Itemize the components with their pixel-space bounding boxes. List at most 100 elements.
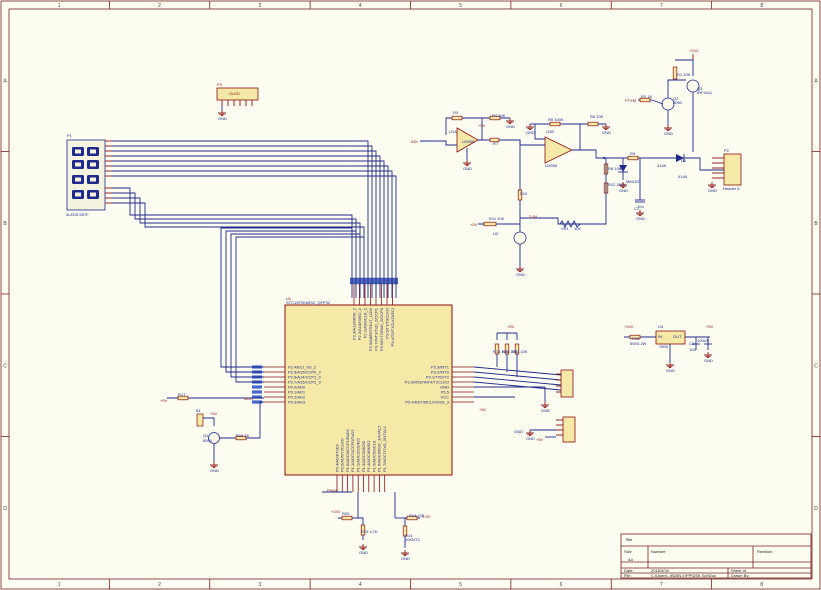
mcu-chip[interactable]: U1 STC15F2K60S2_QFP32 xyxy=(252,277,474,492)
ground-symbol: GND xyxy=(526,430,535,441)
segment-bus-wire xyxy=(112,145,373,298)
oled-connector[interactable]: OLED P3 GND xyxy=(216,82,259,121)
ground-label: GND xyxy=(541,408,550,413)
r3-label: R3 xyxy=(453,110,459,115)
q1-ref: Q1 xyxy=(203,433,209,438)
r9-label: R9 xyxy=(630,151,636,156)
mcu-pin-right-label: P5.5 xyxy=(441,389,450,394)
feedback-wire xyxy=(445,117,483,140)
mosfet-part: IRF4411 xyxy=(697,90,713,95)
opamp-u1b[interactable]: U1B LM358 xyxy=(544,129,573,168)
connector-p5[interactable] xyxy=(560,369,574,398)
r12-label: R12 200K xyxy=(608,182,626,187)
frame-column-label-bottom: 4 xyxy=(359,582,362,588)
ground-symbol: GND xyxy=(506,118,515,129)
ground-label: GND xyxy=(704,358,713,363)
display-ref: P1 xyxy=(67,133,73,138)
r1-label: R1 10K xyxy=(677,72,691,77)
net-ptxm: PTXM xyxy=(625,98,636,103)
ground-symbol: GND xyxy=(708,182,717,193)
uart-wire xyxy=(473,376,562,386)
q1-part: 8550 xyxy=(203,438,213,443)
opamp-u1a[interactable]: U1A LM358 xyxy=(449,127,479,153)
frame-column-label-top: 6 xyxy=(560,3,563,9)
ground-symbol: GND xyxy=(526,124,535,135)
wire xyxy=(651,99,664,105)
ground-symbol: GND xyxy=(218,110,227,121)
digit-bus-wire xyxy=(112,202,365,298)
mcu-pin-left-label: P2.7/A15/CCP2_3 xyxy=(288,379,321,384)
r19-label: R19 4.7K xyxy=(361,529,378,534)
frame-column-label-top: 3 xyxy=(259,3,262,9)
title-label: Title xyxy=(625,537,633,542)
opamp-b-ref: U1B xyxy=(546,129,554,134)
mcu-pin-right-label: GND xyxy=(440,384,449,389)
mcu-pin-top-label: P2.2/A10/MISO_2 xyxy=(357,307,362,340)
pin-tag xyxy=(252,390,262,394)
potentiometer-symbol xyxy=(559,219,581,229)
resistor-body xyxy=(549,121,561,127)
mcu-pin-left-label: P0.2/AD2 xyxy=(288,394,306,399)
frame-row-label-left: A xyxy=(3,78,7,84)
vr-value: 10K xyxy=(574,226,581,231)
ntc-ref: R14 xyxy=(405,533,413,538)
junction-dot xyxy=(602,156,606,160)
resistor-body xyxy=(483,221,497,227)
ground-label: GND xyxy=(602,130,611,135)
r17-label: R17 xyxy=(178,392,186,397)
u1b-out-wire xyxy=(572,149,700,159)
transistor-symbol xyxy=(513,231,527,245)
segment-bus-wire xyxy=(112,175,397,298)
header-p2[interactable]: P2 Header 5 xyxy=(723,148,742,191)
mcu-pin-bottom-label: P1.1/ADC1/CCP0/TxD2 xyxy=(350,429,355,472)
adi-wire xyxy=(420,140,457,146)
ground-label: GND xyxy=(666,368,675,373)
connector-p4[interactable] xyxy=(562,416,576,443)
ground-label: GND xyxy=(463,166,472,171)
frame-column-label-top: 8 xyxy=(760,3,763,9)
mcu-pin-right-label: P3.3/INT1 xyxy=(431,364,450,369)
bus-wire-left xyxy=(225,230,356,373)
frame-column-label-bottom: 2 xyxy=(158,582,161,588)
ground-label: GND xyxy=(516,272,525,277)
uart-wire xyxy=(473,371,562,381)
opamp-b-part: LM358 xyxy=(545,163,558,168)
mcu-pin-bottom-label: P0.5/AD5/T3CLKO xyxy=(340,438,345,472)
net-5v-pullups: +5V xyxy=(507,324,515,329)
mcu-pin-left-label: P0.0/AD0 xyxy=(288,384,306,389)
date-value: 2016/5/30 xyxy=(651,568,670,573)
r2-label: R2 1K xyxy=(641,94,652,99)
net-5v-r11: +5V xyxy=(470,222,478,227)
file-value: C:\Users\..\BDB\LY\PP\DSK.SchDoc xyxy=(651,573,716,578)
r7-label: R7 xyxy=(493,141,499,146)
mcu-pin-top-label: P3.5/T1/T0CLKO xyxy=(384,308,389,339)
net-adi: ADI xyxy=(411,139,418,144)
ground-label: GND xyxy=(708,188,717,193)
resistor-body xyxy=(402,525,408,537)
frame-column-label-top: 7 xyxy=(660,3,663,9)
ground-symbol: GND xyxy=(664,125,673,136)
q2-part: 8050 xyxy=(673,100,683,105)
ground-symbol: GND xyxy=(704,352,713,363)
segment-bus-wire xyxy=(112,150,377,298)
bus-wire-left xyxy=(235,236,364,383)
opamp-a-ref: U1A xyxy=(449,129,457,134)
voltage-regulator[interactable]: IN OUT U4 7805 xyxy=(655,324,686,349)
seven-segment-display[interactable]: P1 4LED0.56TF xyxy=(66,133,106,217)
ground-label: GND xyxy=(636,216,645,221)
r13-label: R13 10K xyxy=(409,513,425,518)
r4-label: R4 10K xyxy=(492,113,506,118)
ground-label: GND xyxy=(210,468,219,473)
frame-column-label-top: 1 xyxy=(58,3,61,9)
display-bus-wires xyxy=(112,140,397,383)
r8-label: R8 10K xyxy=(608,166,622,171)
mcu-pin-bottom-label: P0.4/AD4/TxD3 xyxy=(334,443,339,472)
net-5v-mcu: +5V xyxy=(479,407,487,412)
r15-value: 5W/0.2W xyxy=(630,341,647,346)
mcu-pin-right-label: P3.0/RXD/INT4/T2CLKO xyxy=(405,379,449,384)
c3-value: 104 xyxy=(689,347,696,352)
vr-ref: VR1 xyxy=(561,226,570,231)
r20-label: R20 xyxy=(342,511,350,516)
